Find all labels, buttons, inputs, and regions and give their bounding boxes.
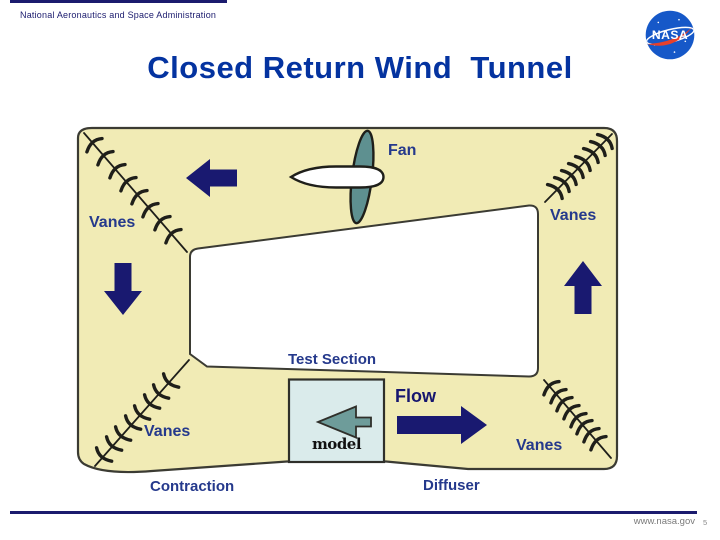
tunnel-interior	[189, 204, 539, 378]
vanes-label-bottom-left: Vanes	[144, 423, 191, 440]
page-number: 5	[703, 518, 708, 527]
footer-divider	[10, 511, 697, 514]
flow-label: Flow	[395, 386, 436, 406]
test-section-label: Test Section	[288, 351, 377, 368]
flow-arrow-icon	[397, 406, 487, 444]
arrow-down-icon	[104, 263, 142, 315]
diffuser-label: Diffuser	[423, 477, 480, 494]
vanes-label-bottom-right: Vanes	[516, 437, 563, 454]
vanes-label-top-right: Vanes	[550, 207, 597, 224]
vanes-bottom-left-icon	[94, 359, 190, 467]
vanes-bottom-right-icon	[542, 379, 612, 459]
logo-text: NASA	[652, 28, 688, 42]
vanes-label-top-left: Vanes	[89, 214, 136, 231]
contraction-label: Contraction	[150, 478, 235, 495]
agency-line: National Aeronautics and Space Administr…	[20, 10, 217, 20]
slide-title: Closed Return Wind Tunnel	[147, 50, 573, 85]
nasa-logo-icon: NASA	[643, 8, 697, 62]
arrow-up-icon	[564, 261, 602, 314]
arrow-left-icon	[186, 159, 237, 197]
fan-label: Fan	[388, 142, 417, 159]
fan-icon	[288, 129, 385, 225]
vanes-top-left-icon	[83, 132, 188, 253]
top-accent-bar	[10, 0, 227, 3]
footer-url: www.nasa.gov	[633, 516, 695, 527]
fan-nacelle	[288, 165, 385, 189]
vanes-top-right-icon	[544, 132, 614, 203]
model-label: model	[311, 435, 362, 453]
logo-red-swoosh	[647, 26, 693, 46]
model-arrow-icon	[315, 405, 372, 439]
